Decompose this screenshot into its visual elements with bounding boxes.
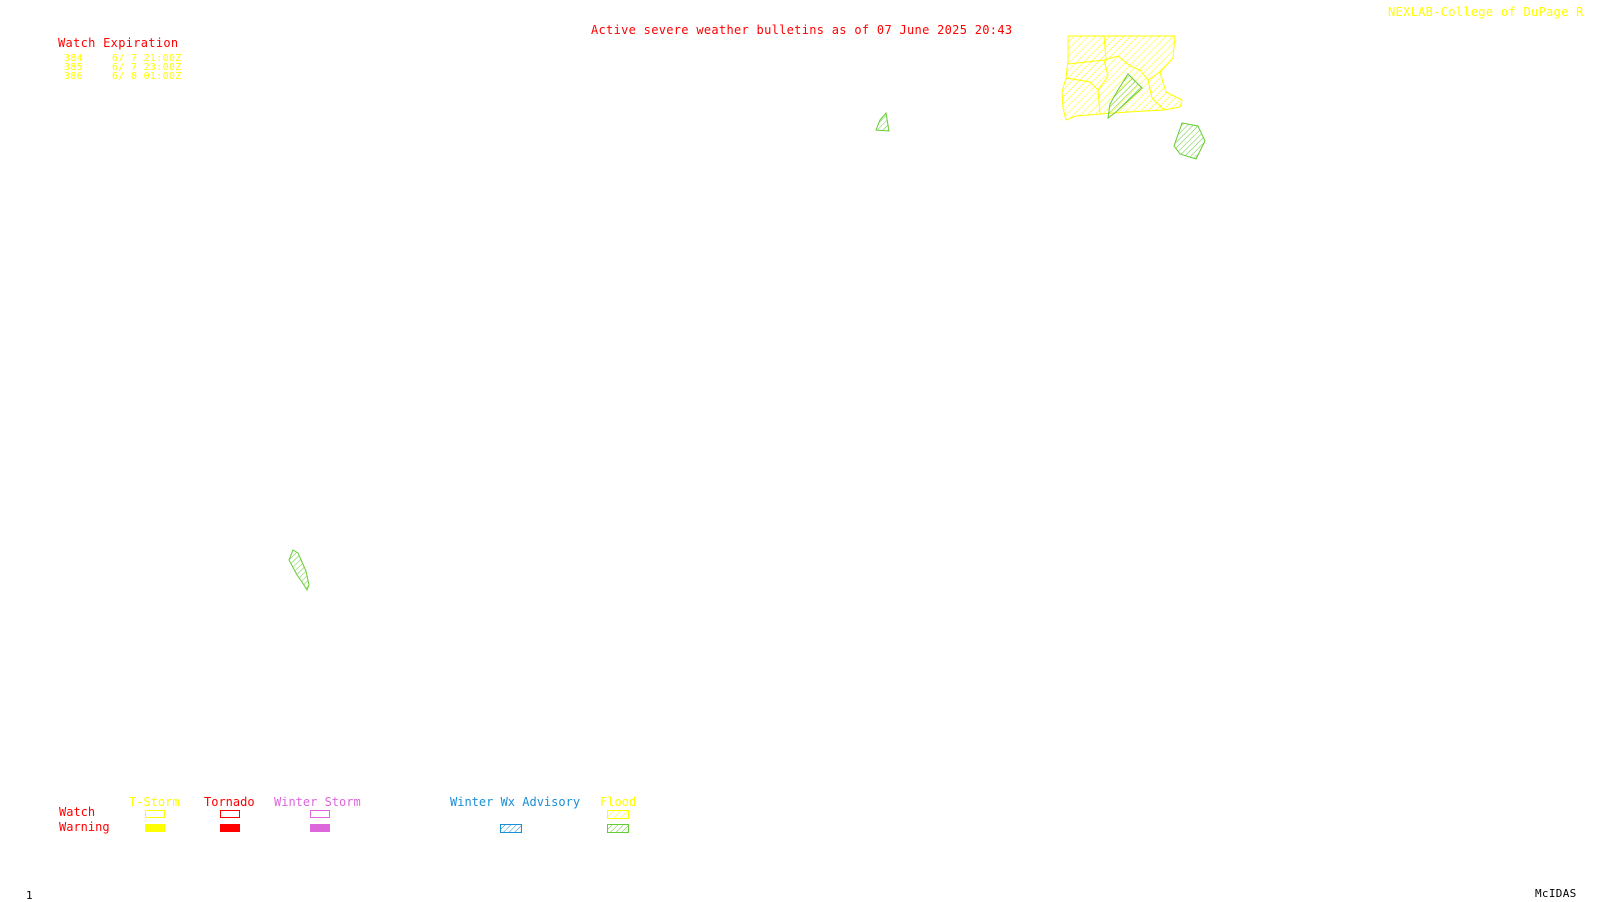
bulletin-title: Active severe weather bulletins as of 07… xyxy=(591,23,1013,37)
flood-watch-swatch xyxy=(607,810,629,819)
frame-number: 1 xyxy=(26,889,33,902)
legend-column-tornado: Tornado xyxy=(204,795,255,809)
watch-expiry: 6/ 8 01:00Z xyxy=(112,71,182,82)
legend-column-flood: Flood xyxy=(600,795,637,809)
tornado-warning-swatch xyxy=(220,824,240,832)
watch-number: 384 xyxy=(64,53,83,64)
flood-warning-polygon xyxy=(1107,73,1143,120)
winter-wx-advisory-swatch xyxy=(500,824,522,833)
winter-storm-watch-swatch xyxy=(310,810,330,818)
flood-warning-polygon xyxy=(1173,122,1206,160)
flood-watch-area xyxy=(1061,35,1183,121)
watch-expiry: 6/ 7 21:00Z xyxy=(112,53,182,64)
watch-expiry: 6/ 7 23:00Z xyxy=(112,62,182,73)
flood-warning-swatch xyxy=(607,824,629,833)
tstorm-watch-swatch xyxy=(145,810,165,818)
flood-warning-polygon xyxy=(288,549,310,592)
software-label: McIDAS xyxy=(1535,887,1577,900)
legend-row-warning: Warning xyxy=(59,820,110,834)
legend-row-watch: Watch xyxy=(59,805,96,819)
tstorm-warning-swatch xyxy=(145,824,165,832)
winter-storm-warning-swatch xyxy=(310,824,330,832)
watch-number: 385 xyxy=(64,62,83,73)
legend-column-winter-storm: Winter Storm xyxy=(274,795,361,809)
legend-column-winter-wx-advisory: Winter Wx Advisory xyxy=(450,795,581,809)
tornado-watch-swatch xyxy=(220,810,240,818)
watch-expiration-heading: Watch Expiration xyxy=(58,36,179,50)
credit-label: NEXLAB-College of DuPage R xyxy=(1388,5,1584,19)
watch-number: 386 xyxy=(64,71,83,82)
flood-warning-polygon xyxy=(875,111,890,132)
legend-column-tstorm: T-Storm xyxy=(129,795,180,809)
